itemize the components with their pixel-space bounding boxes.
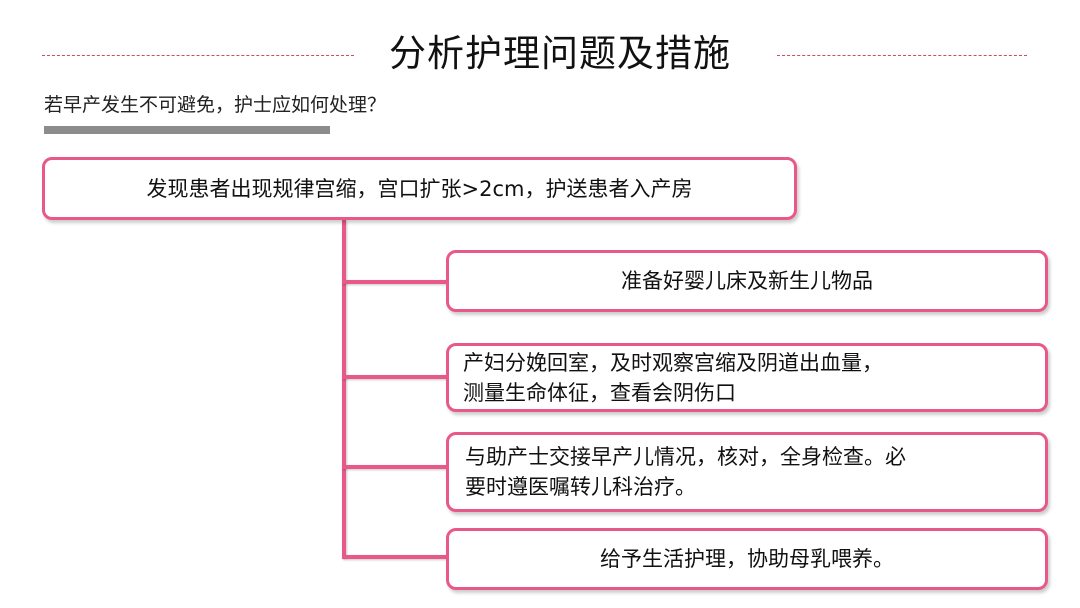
- page-title: 分析护理问题及措施: [389, 32, 731, 75]
- subtitle-underline-bar: [44, 126, 330, 134]
- question-subtitle: 若早产发生不可避免，护士应如何处理？: [44, 94, 387, 116]
- title-decoration-line-right: [777, 55, 1027, 56]
- step-box-1: 准备好婴儿床及新生儿物品: [446, 250, 1048, 312]
- step-text-2: 产妇分娩回室，及时观察宫缩及阴道出血量， 测量生命体征，查看会阴伤口: [463, 350, 883, 405]
- connector-trunk: [342, 220, 346, 558]
- step-box-3: 与助产士交接早产儿情况，核对，全身检查。必 要时遵医嘱转儿科治疗。: [446, 432, 1048, 512]
- title-decoration-line-left: [42, 55, 354, 56]
- step-text-3: 与助产士交接早产儿情况，核对，全身检查。必 要时遵医嘱转儿科治疗。: [465, 445, 906, 499]
- step-box-4: 给予生活护理，协助母乳喂养。: [446, 528, 1048, 590]
- connector-branch-1: [342, 280, 446, 284]
- root-step-box: 发现患者出现规律宫缩，宫口扩张>2cm，护送患者入产房: [42, 157, 797, 220]
- step-text-1: 准备好婴儿床及新生儿物品: [621, 269, 873, 293]
- step-text-4: 给予生活护理，协助母乳喂养。: [600, 547, 894, 571]
- root-step-text: 发现患者出现规律宫缩，宫口扩张>2cm，护送患者入产房: [146, 176, 693, 201]
- connector-branch-3: [342, 465, 446, 469]
- connector-branch-2: [342, 375, 446, 379]
- connector-branch-4: [342, 555, 446, 559]
- step-box-2: 产妇分娩回室，及时观察宫缩及阴道出血量， 测量生命体征，查看会阴伤口: [446, 343, 1048, 412]
